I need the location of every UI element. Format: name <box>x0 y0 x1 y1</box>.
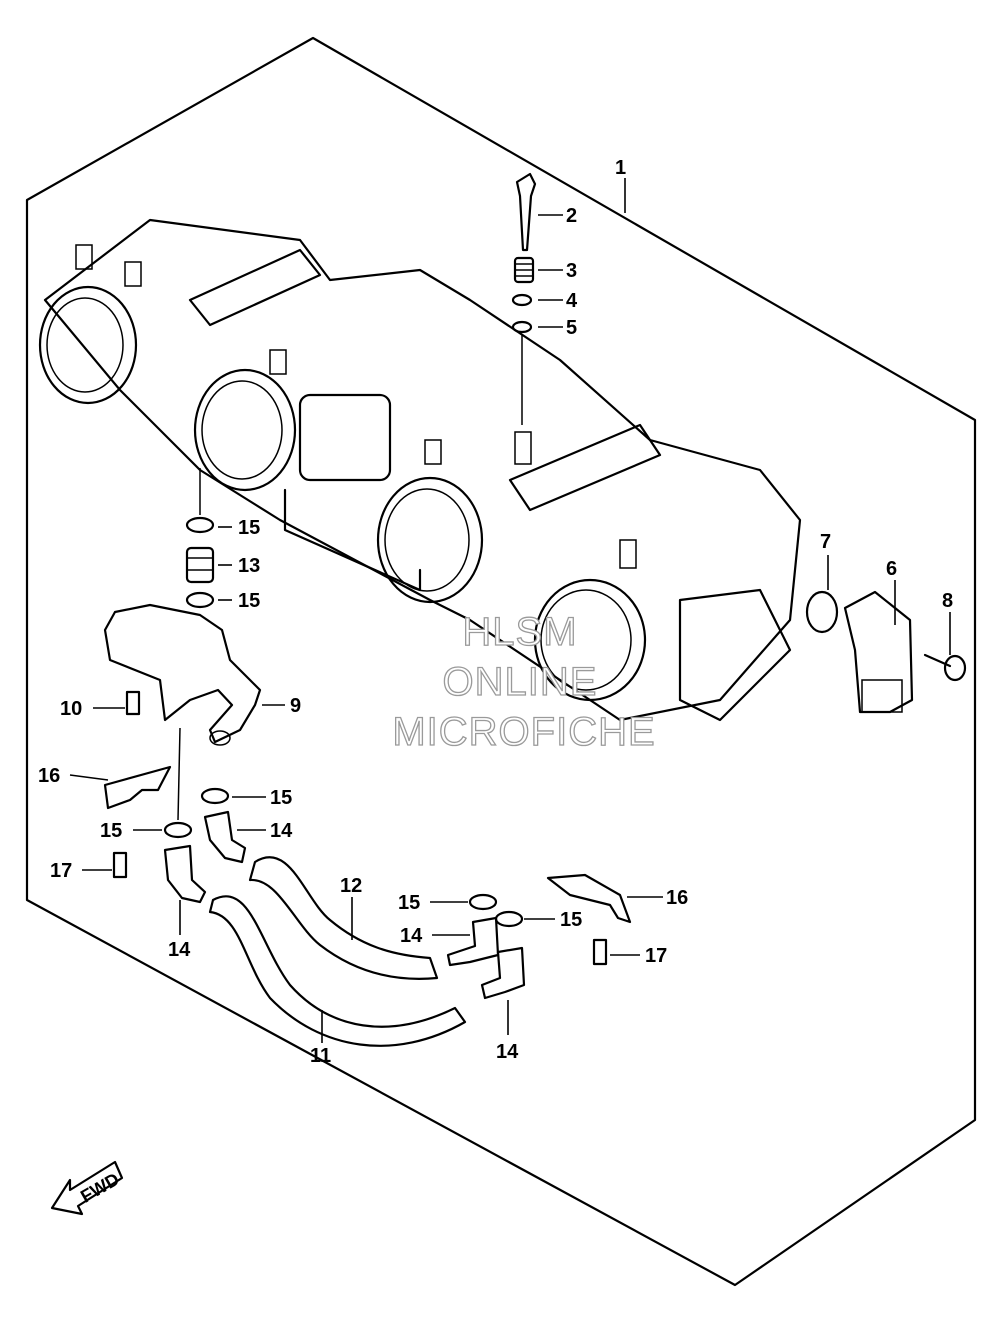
callout-15-d: 15 <box>100 820 122 842</box>
o-ring-15e <box>468 893 498 911</box>
callout-1: 1 <box>615 157 626 179</box>
callout-8: 8 <box>942 590 953 612</box>
callout-12: 12 <box>340 875 362 897</box>
callout-17-b: 17 <box>645 945 667 967</box>
elbow-b <box>163 844 207 904</box>
o-ring-15c <box>200 787 230 805</box>
o-ring-15d <box>163 821 193 839</box>
watermark-line-2: ONLINE <box>443 660 598 704</box>
elbow-c <box>446 916 500 967</box>
callouts: 1 2 3 4 5 6 7 8 9 10 11 12 13 14 14 14 1… <box>38 157 953 1067</box>
o-ring-15b <box>185 591 215 609</box>
callout-15-f: 15 <box>560 909 582 931</box>
callout-14-c: 14 <box>400 925 423 947</box>
hose-lower <box>208 895 467 1047</box>
o-ring-15f <box>494 910 524 928</box>
callout-15-e: 15 <box>398 892 420 914</box>
callout-16-a: 16 <box>38 765 60 787</box>
callout-13: 13 <box>238 555 260 577</box>
bracket-left <box>103 765 172 810</box>
spring <box>513 256 535 284</box>
callout-10: 10 <box>60 698 82 720</box>
sensor-o-ring <box>805 590 839 634</box>
bolt-left <box>112 851 128 879</box>
callout-7: 7 <box>820 531 831 553</box>
callout-16-b: 16 <box>666 887 688 909</box>
leader-lines <box>69 178 951 1043</box>
callout-15-c: 15 <box>270 787 292 809</box>
callout-17-a: 17 <box>50 860 72 882</box>
watermark: HLSM ONLINE MICROFICHE <box>392 609 656 754</box>
o-ring-15a <box>185 516 215 534</box>
callout-11: 11 <box>310 1045 331 1067</box>
callout-9: 9 <box>290 695 301 717</box>
watermark-line-1: HLSM <box>462 610 577 654</box>
fwd-label: FWD <box>77 1169 122 1207</box>
bolt-right <box>592 938 608 966</box>
callout-14-b: 14 <box>168 939 191 961</box>
idle-fitting <box>185 546 215 584</box>
sensor-screw <box>923 653 967 682</box>
callout-2: 2 <box>566 205 577 227</box>
elbow-a <box>203 810 247 864</box>
callout-14-d: 14 <box>496 1041 519 1063</box>
callout-15-a: 15 <box>238 517 260 539</box>
callout-15-b: 15 <box>238 590 260 612</box>
o-ring-top <box>511 320 533 334</box>
washer <box>511 293 533 307</box>
callout-6: 6 <box>886 558 897 580</box>
assembly-boundary <box>25 36 977 1287</box>
valve-screw <box>125 690 141 716</box>
callout-3: 3 <box>566 260 577 282</box>
valve-body <box>103 603 262 746</box>
watermark-line-3: MICROFICHE <box>392 710 655 754</box>
hose-upper <box>248 856 439 980</box>
throttle-body-assembly <box>38 218 802 722</box>
fwd-arrow: FWD <box>50 1160 124 1216</box>
pilot-screw <box>515 172 537 252</box>
callout-4: 4 <box>566 290 578 312</box>
sensor <box>843 590 914 714</box>
bracket-right <box>546 873 632 924</box>
elbow-d <box>480 946 526 1000</box>
callout-5: 5 <box>566 317 577 339</box>
callout-14-a: 14 <box>270 820 293 842</box>
